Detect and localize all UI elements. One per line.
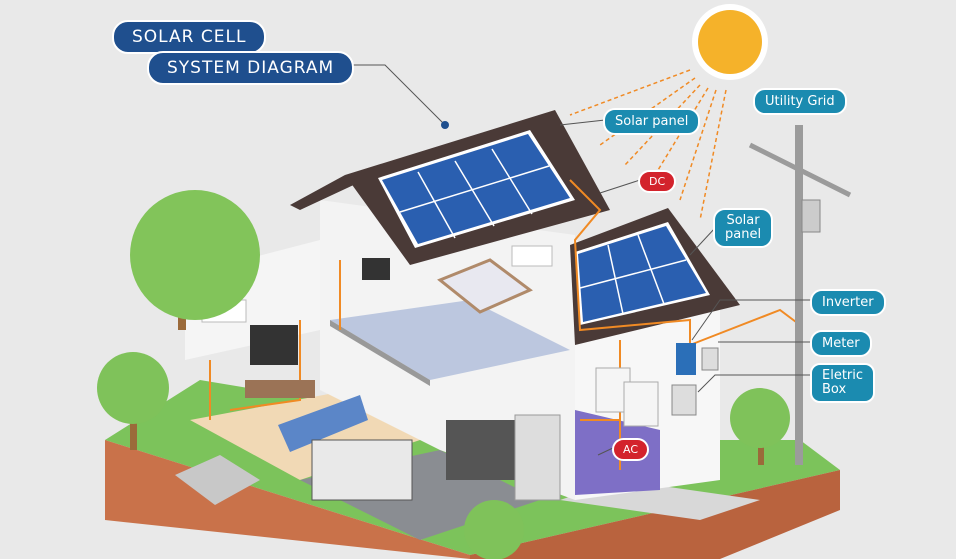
sofa: [278, 395, 368, 452]
meter-device: [701, 347, 719, 371]
tv: [250, 325, 298, 365]
tv-stand: [245, 380, 315, 398]
stairs: [175, 455, 260, 505]
kitchen-counter: [311, 439, 413, 501]
dryer: [623, 381, 659, 427]
desk-monitor: [362, 258, 390, 280]
upper-floor: [330, 300, 570, 380]
title-line-2: SYSTEM DIAGRAM: [147, 51, 355, 85]
label-meter: Meter: [810, 330, 872, 357]
label-electric-box-line1: Eletric: [822, 368, 864, 383]
label-inverter: Inverter: [810, 289, 886, 316]
air-conditioner: [511, 245, 553, 267]
label-utility-grid: Utility Grid: [753, 88, 847, 115]
utility-pole: [795, 125, 803, 465]
transformer: [801, 199, 821, 233]
label-solar-panel-side: Solar panel: [713, 208, 774, 248]
bed: [437, 258, 533, 314]
inverter-device: [676, 343, 696, 375]
stove: [446, 420, 516, 480]
label-ac: AC: [612, 438, 650, 461]
trees: [97, 190, 790, 559]
label-solar-panel-side-line2: panel: [725, 227, 762, 242]
label-solar-panel-side-line1: Solar: [726, 213, 760, 228]
electric-box-device: [671, 384, 697, 416]
fridge: [514, 414, 561, 501]
label-electric-box: Eletric Box: [810, 363, 876, 403]
label-electric-box-line2: Box: [822, 382, 847, 397]
label-dc: DC: [638, 170, 677, 193]
label-solar-panel-main: Solar panel: [603, 108, 701, 135]
title-line-1: SOLAR CELL: [112, 20, 267, 54]
